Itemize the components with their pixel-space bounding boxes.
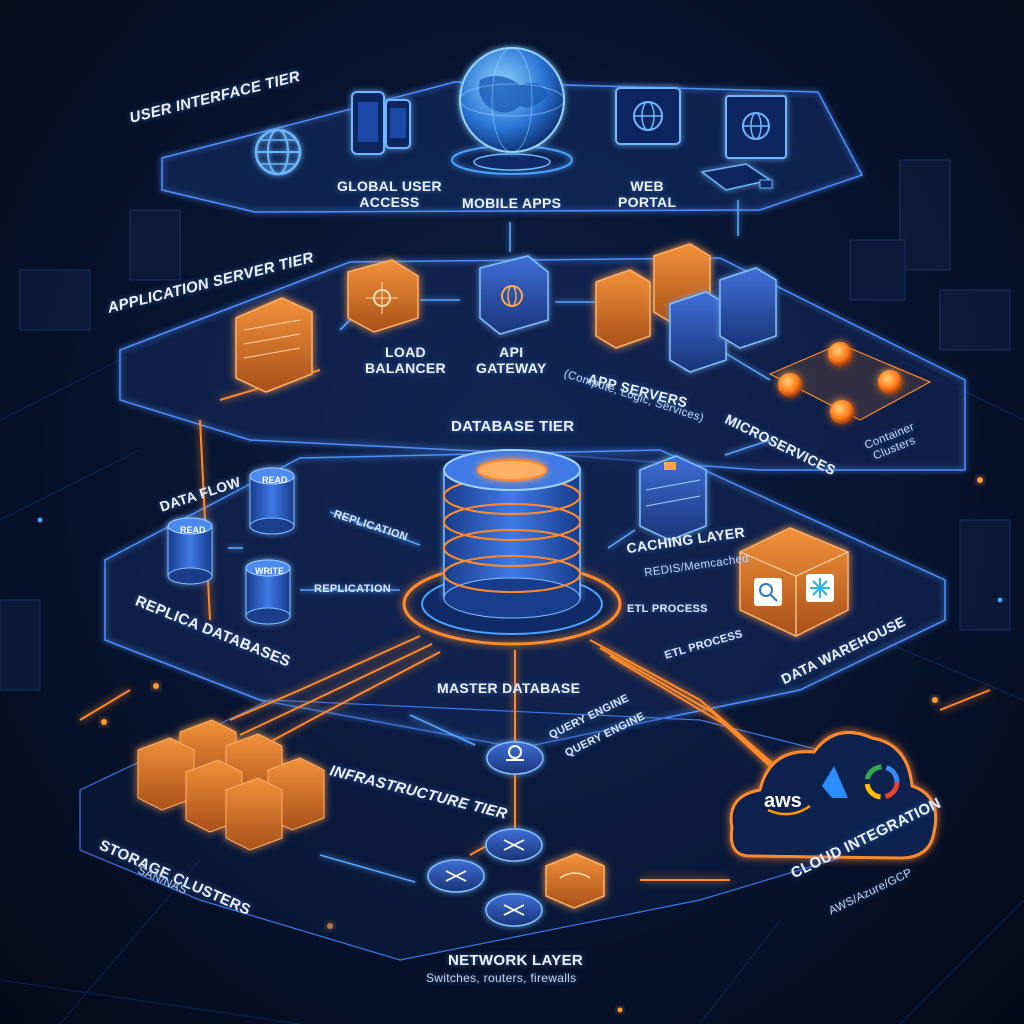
network-router-icons bbox=[427, 828, 543, 927]
mobile-apps-label: MOBILE APPS bbox=[462, 195, 562, 211]
replication-label-2: REPLICATION bbox=[314, 583, 392, 595]
network-layer-label: NETWORK LAYER bbox=[448, 952, 584, 969]
app-server-racks bbox=[595, 243, 777, 373]
api-gateway-icon bbox=[479, 255, 549, 335]
web-portal-label: WEB PORTAL bbox=[618, 178, 677, 211]
cloud-integration-icon bbox=[729, 730, 938, 860]
firewall-icon bbox=[545, 853, 605, 909]
write-tag: WRITE bbox=[255, 566, 284, 576]
server-rack-icon bbox=[235, 297, 313, 393]
master-database-label: MASTER DATABASE bbox=[437, 680, 581, 696]
replica-db-read-2 bbox=[249, 467, 295, 535]
read-tag-2: READ bbox=[180, 525, 206, 535]
api-gateway-label: API GATEWAY bbox=[476, 344, 547, 377]
data-warehouse-icon bbox=[739, 527, 849, 637]
replica-db-write bbox=[245, 559, 291, 625]
db-tier-label: DATABASE TIER bbox=[451, 418, 575, 435]
desktop-computer-icon bbox=[700, 95, 787, 191]
network-layer-sublabel: Switches, routers, firewalls bbox=[426, 971, 577, 985]
caching-layer-icon bbox=[639, 455, 707, 541]
replica-db-read-1 bbox=[167, 517, 213, 585]
load-balancer-icon bbox=[347, 259, 419, 333]
background-dots bbox=[37, 477, 1003, 1013]
global-user-access-label: GLOBAL USER ACCESS bbox=[337, 178, 442, 211]
globe-icon bbox=[254, 128, 302, 176]
read-tag-1: READ bbox=[262, 475, 288, 485]
microservices-cluster bbox=[768, 342, 932, 424]
storage-cluster-icon bbox=[137, 719, 325, 851]
query-engine-icon bbox=[486, 741, 544, 775]
mobile-phone-icon bbox=[351, 91, 411, 155]
etl-process-label-1: ETL PROCESS bbox=[627, 603, 708, 615]
world-globe-icon bbox=[451, 47, 573, 175]
aws-logo: aws bbox=[764, 790, 802, 812]
background-buildings bbox=[0, 159, 1011, 691]
master-database-icon bbox=[402, 449, 622, 646]
load-balancer-label: LOAD BALANCER bbox=[365, 344, 446, 377]
blue-flow-lines bbox=[228, 200, 771, 883]
web-portal-icon bbox=[615, 87, 681, 145]
